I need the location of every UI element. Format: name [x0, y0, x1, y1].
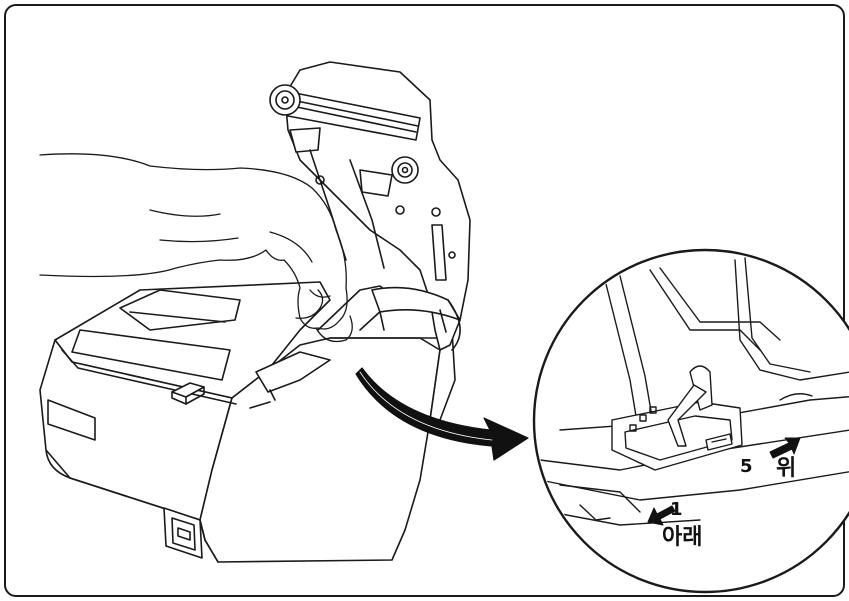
up-arrow-icon: [769, 437, 801, 459]
printer-cover: [269, 61, 471, 351]
callout-arrow: [355, 367, 529, 461]
figure-border: [4, 4, 845, 597]
hand: [39, 153, 353, 343]
dip-up-number: 5: [740, 456, 753, 477]
down-arrow-icon: [647, 505, 676, 526]
dip-up-label: 위: [776, 456, 797, 481]
direction-arrows: [647, 437, 801, 526]
printer-body: [39, 281, 456, 563]
dip-down-label: 아래: [662, 525, 703, 550]
zoom-detail: [532, 248, 849, 594]
dip-down-number: 1: [670, 499, 683, 520]
